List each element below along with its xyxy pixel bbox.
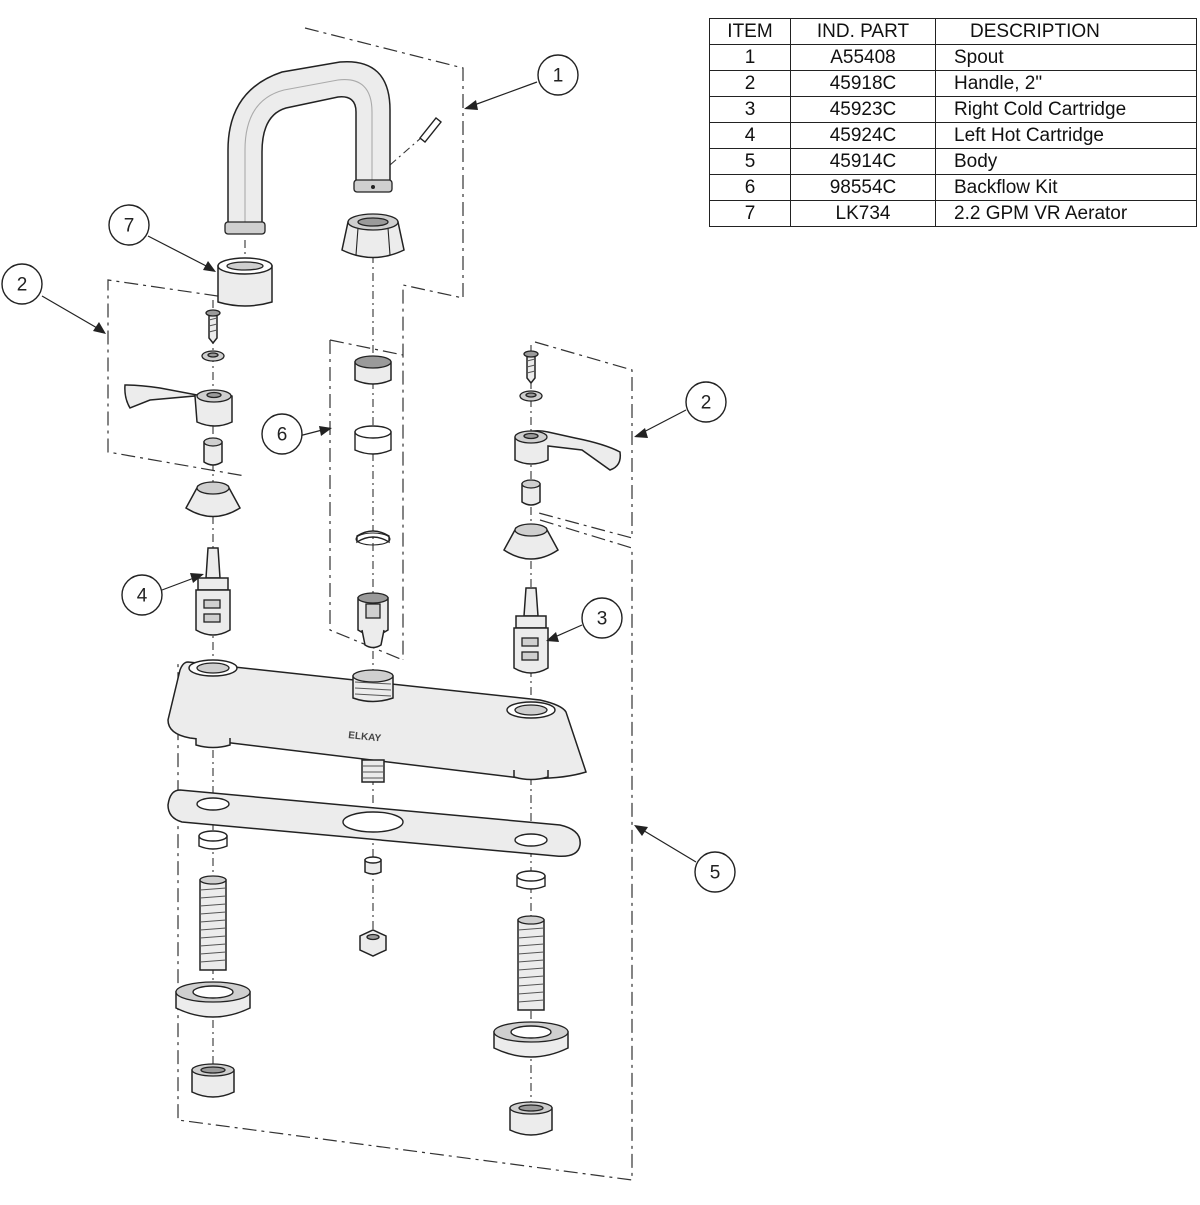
callout-3: 3 bbox=[581, 597, 623, 639]
left-shank-assembly bbox=[175, 830, 251, 1098]
svg-text:6: 6 bbox=[277, 425, 288, 446]
callout-1: 1 bbox=[537, 54, 579, 96]
cell-part: 45914C bbox=[790, 148, 936, 175]
cell-description: Right Cold Cartridge bbox=[935, 96, 1197, 123]
svg-text:3: 3 bbox=[597, 609, 608, 630]
lower-center-parts bbox=[359, 856, 387, 957]
right-shank-assembly bbox=[493, 870, 569, 1136]
table-row: 6 98554C Backflow Kit bbox=[709, 174, 1197, 201]
left-handle-boundary bbox=[107, 279, 246, 477]
callout-5: 5 bbox=[694, 851, 736, 893]
spout bbox=[224, 61, 442, 235]
table-header-row: ITEM IND. PART DESCRIPTION bbox=[709, 18, 1197, 45]
svg-text:4: 4 bbox=[137, 586, 148, 607]
callout-2-left: 2 bbox=[1, 263, 43, 305]
cell-description: Body bbox=[935, 148, 1197, 175]
callout-2-right: 2 bbox=[685, 381, 727, 423]
cell-description: Left Hot Cartridge bbox=[935, 122, 1197, 149]
aerator bbox=[217, 257, 273, 307]
cell-part: 45918C bbox=[790, 70, 936, 97]
header-item: ITEM bbox=[709, 18, 791, 45]
table-row: 4 45924C Left Hot Cartridge bbox=[709, 122, 1197, 149]
table-row: 3 45923C Right Cold Cartridge bbox=[709, 96, 1197, 123]
table-row: 2 45918C Handle, 2" bbox=[709, 70, 1197, 97]
spout-nut bbox=[341, 213, 405, 259]
callout-leaders bbox=[41, 81, 697, 863]
table-row: 5 45914C Body bbox=[709, 148, 1197, 175]
svg-text:7: 7 bbox=[124, 216, 135, 237]
svg-text:2: 2 bbox=[701, 393, 712, 414]
cell-part: LK734 bbox=[790, 200, 936, 227]
header-description: DESCRIPTION bbox=[935, 18, 1197, 45]
cell-description: Handle, 2" bbox=[935, 70, 1197, 97]
faucet-body: ELKAY bbox=[167, 659, 587, 783]
table-row: 7 LK734 2.2 GPM VR Aerator bbox=[709, 200, 1197, 227]
callout-7: 7 bbox=[108, 204, 150, 246]
cell-item: 3 bbox=[709, 96, 791, 123]
cell-item: 2 bbox=[709, 70, 791, 97]
cell-description: 2.2 GPM VR Aerator bbox=[935, 200, 1197, 227]
cell-part: A55408 bbox=[790, 44, 936, 71]
cell-item: 5 bbox=[709, 148, 791, 175]
left-handle-assembly bbox=[124, 309, 241, 518]
callout-6: 6 bbox=[261, 413, 303, 455]
right-cold-cartridge bbox=[513, 587, 549, 674]
svg-text:1: 1 bbox=[553, 66, 564, 87]
spout-group-boundary bbox=[304, 27, 464, 660]
cell-description: Backflow Kit bbox=[935, 174, 1197, 201]
cell-item: 6 bbox=[709, 174, 791, 201]
cell-part: 45924C bbox=[790, 122, 936, 149]
svg-text:2: 2 bbox=[17, 275, 28, 296]
callout-4: 4 bbox=[121, 574, 163, 616]
cell-item: 1 bbox=[709, 44, 791, 71]
cell-description: Spout bbox=[935, 44, 1197, 71]
table-row: 1 A55408 Spout bbox=[709, 44, 1197, 71]
body-boundary bbox=[177, 519, 633, 1181]
brand-label: ELKAY bbox=[348, 730, 382, 744]
cell-item: 7 bbox=[709, 200, 791, 227]
base-gasket bbox=[167, 789, 581, 858]
right-handle-assembly bbox=[503, 350, 622, 560]
cell-item: 4 bbox=[709, 122, 791, 149]
cell-part: 45923C bbox=[790, 96, 936, 123]
cell-part: 98554C bbox=[790, 174, 936, 201]
parts-list-table: ITEM IND. PART DESCRIPTION 1 A55408 Spou… bbox=[709, 18, 1197, 227]
header-ind-part: IND. PART bbox=[790, 18, 936, 45]
svg-text:5: 5 bbox=[710, 863, 721, 884]
left-hot-cartridge bbox=[195, 547, 231, 636]
backflow-kit-parts bbox=[354, 355, 392, 649]
backflow-kit-boundary bbox=[329, 339, 404, 661]
